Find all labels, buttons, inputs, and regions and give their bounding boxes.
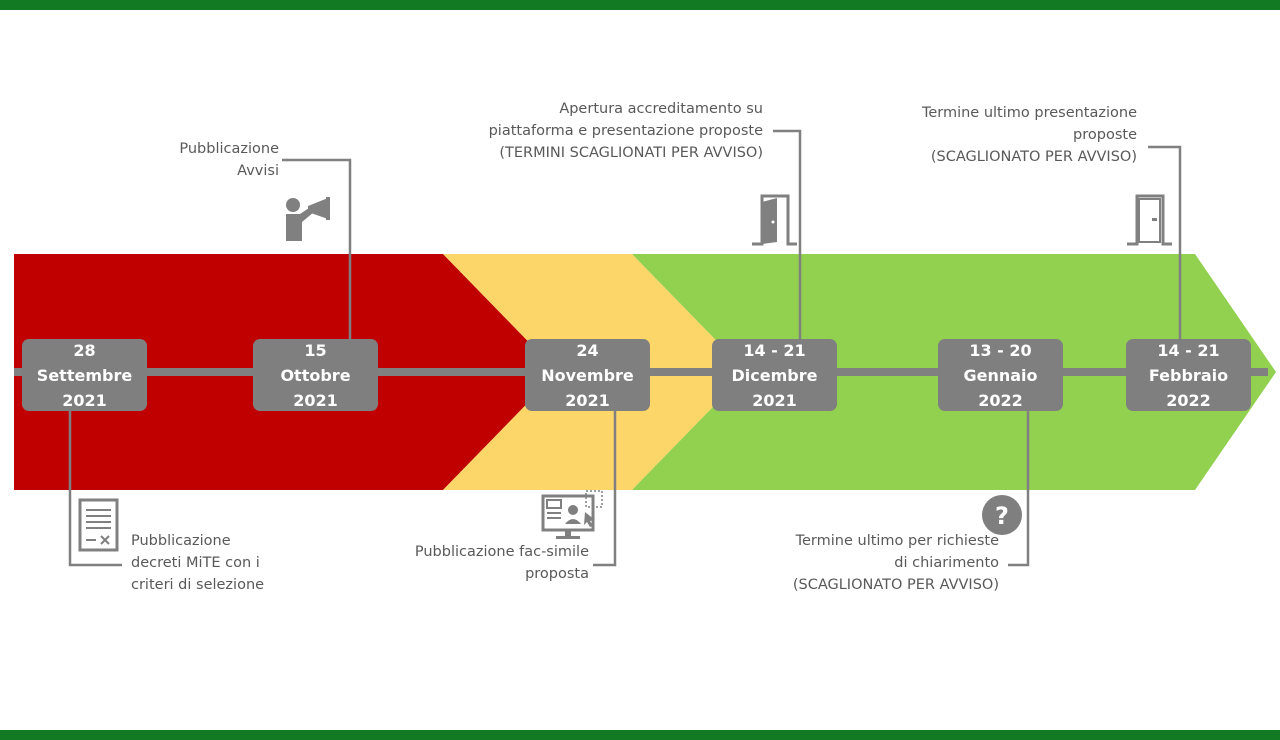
milestone-date-box: 13 - 20 Gennaio 2022	[938, 339, 1063, 411]
question-icon: ?	[982, 495, 1022, 535]
milestone-day: 15	[304, 340, 327, 360]
milestone-month: Gennaio	[963, 365, 1038, 385]
connector-apertura	[773, 129, 802, 339]
label-line: (SCAGLIONATO PER AVVISO)	[792, 577, 999, 593]
bottom-frame-bar	[0, 730, 1280, 740]
label-line: (SCAGLIONATO PER AVVISO)	[930, 149, 1137, 165]
connector-decreti	[68, 411, 122, 567]
computer-form-icon	[541, 490, 603, 539]
label-apertura: Apertura accreditamento su piattaforma e…	[489, 98, 763, 164]
label-line: Apertura accreditamento su	[559, 101, 763, 117]
milestone-day: 13 - 20	[969, 340, 1032, 360]
megaphone-person-icon	[286, 197, 330, 241]
label-line: Termine ultimo per richieste	[795, 533, 999, 549]
milestone-month: Dicembre	[731, 365, 818, 385]
svg-text:?: ?	[995, 502, 1009, 530]
label-line: piattaforma e presentazione proposte	[488, 123, 763, 139]
milestone-year: 2021	[62, 390, 107, 410]
milestone-year: 2022	[1166, 390, 1211, 410]
label-line: proposta	[525, 566, 589, 582]
milestone-month: Febbraio	[1148, 365, 1229, 385]
label-line: decreti MiTE con i	[131, 555, 260, 571]
label-avvisi: Pubblicazione Avvisi	[179, 138, 279, 182]
top-frame-bar	[0, 0, 1280, 10]
label-line: (TERMINI SCAGLIONATI PER AVVISO)	[499, 145, 763, 161]
milestone-day: 24	[576, 340, 599, 360]
milestone-year: 2021	[565, 390, 610, 410]
milestone-year: 2021	[752, 390, 797, 410]
milestone-month: Ottobre	[280, 365, 351, 385]
document-icon	[78, 498, 119, 552]
label-line: Pubblicazione	[131, 533, 231, 549]
connector-termine	[1148, 145, 1182, 339]
connector-chiarimento	[1008, 411, 1030, 567]
milestone-day: 14 - 21	[743, 340, 806, 360]
milestone-date-box: 15 Ottobre 2021	[253, 339, 378, 411]
label-decreti: Pubblicazione decreti MiTE con i criteri…	[131, 530, 264, 596]
milestone-month: Novembre	[541, 365, 634, 385]
door-icon	[752, 194, 797, 246]
label-line: Avvisi	[237, 163, 279, 179]
connector-facsimile	[593, 411, 617, 567]
milestone-year: 2021	[293, 390, 338, 410]
milestone-date-box: 14 - 21 Dicembre 2021	[712, 339, 837, 411]
label-line: Termine ultimo presentazione	[921, 105, 1137, 121]
label-line: proposte	[1073, 127, 1137, 143]
label-chiarimento: Termine ultimo per richieste di chiarime…	[793, 530, 999, 596]
milestone-year: 2022	[978, 390, 1023, 410]
label-facsimile: Pubblicazione fac-simile proposta	[415, 541, 589, 585]
milestone-day: 14 - 21	[1157, 340, 1220, 360]
label-line: Pubblicazione	[179, 141, 279, 157]
label-line: criteri di selezione	[131, 577, 265, 593]
label-line: di chiarimento	[894, 555, 999, 571]
milestone-date-box: 28 Settembre 2021	[22, 339, 147, 411]
door-icon	[1127, 194, 1172, 246]
connector-avvisi	[282, 158, 352, 339]
label-line: Pubblicazione fac-simile	[414, 544, 589, 560]
milestone-date-box: 24 Novembre 2021	[525, 339, 650, 411]
milestone-date-box: 14 - 21 Febbraio 2022	[1126, 339, 1251, 411]
milestone-month: Settembre	[36, 365, 133, 385]
milestone-day: 28	[73, 340, 96, 360]
label-termine: Termine ultimo presentazione proposte (S…	[922, 102, 1137, 168]
